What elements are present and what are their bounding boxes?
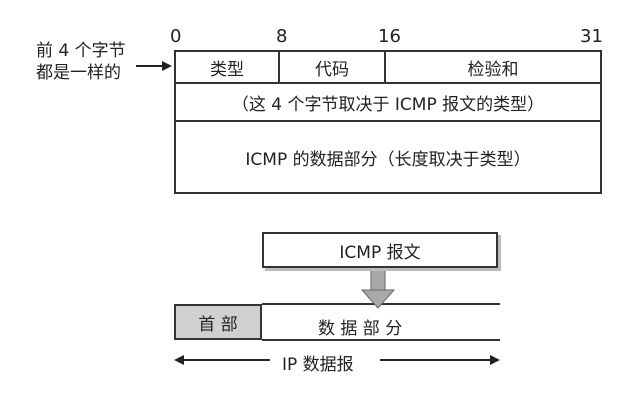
header-row-2: （这 4 个字节取决于 ICMP 报文的类型） (176, 84, 600, 122)
icmp-data-part: ICMP 的数据部分（长度取决于类型） (176, 122, 600, 192)
field-type-label: 类型 (210, 59, 244, 80)
ip-header-box: 首 部 (174, 304, 262, 340)
field-type: 类型 (176, 52, 280, 84)
down-arrow-head (360, 289, 396, 309)
note-line-1: 前 4 个字节 (36, 41, 126, 61)
ip-header-label: 首 部 (198, 314, 238, 335)
down-arrow-shaft (370, 267, 386, 293)
field-code-label: 代码 (315, 59, 349, 80)
icmp-data-part-label: ICMP 的数据部分（长度取决于类型） (245, 149, 531, 170)
bit-label-16: 16 (378, 26, 401, 47)
ip-span-right-head (490, 355, 500, 365)
icmp-format-box: 类型 代码 检验和 （这 4 个字节取决于 ICMP 报文的类型） ICMP 的… (174, 50, 602, 194)
ip-datagram-label: IP 数据报 (282, 355, 354, 375)
ip-span-left-head (174, 355, 184, 365)
header-row-2-label: （这 4 个字节取决于 ICMP 报文的类型） (231, 94, 545, 115)
ip-data-part-label: 数 据 部 分 (318, 319, 403, 339)
note-arrow-head (162, 61, 172, 71)
bit-label-0: 0 (170, 26, 182, 47)
field-code: 代码 (280, 52, 386, 84)
bit-label-31: 31 (580, 26, 603, 47)
field-checksum: 检验和 (386, 52, 600, 84)
bit-label-8: 8 (276, 26, 288, 47)
field-checksum-label: 检验和 (467, 59, 519, 80)
icmp-message-box: ICMP 报文 (262, 232, 498, 268)
note-line-2: 都是一样的 (36, 63, 121, 83)
icmp-message-label: ICMP 报文 (339, 242, 421, 263)
